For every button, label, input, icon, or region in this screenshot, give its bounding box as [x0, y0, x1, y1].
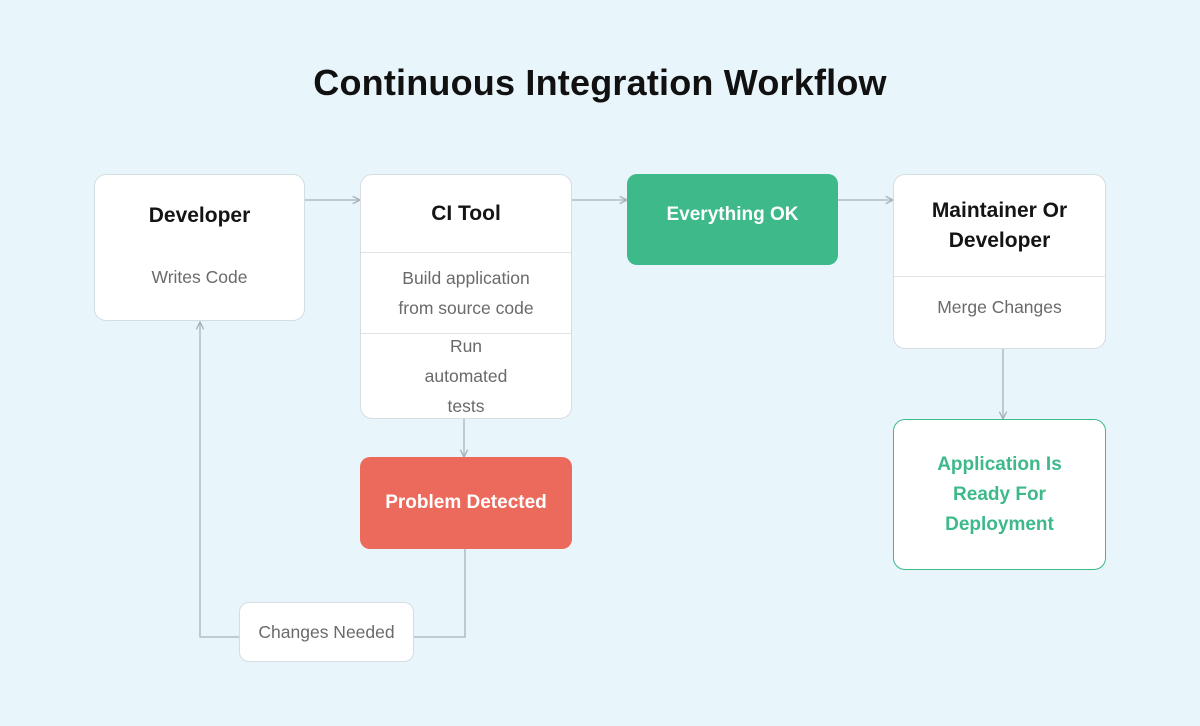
changes-needed-label: Changes Needed	[239, 602, 414, 662]
ci-tool-title: CI Tool	[431, 201, 501, 225]
maintainer-title: Maintainer Or Developer	[931, 198, 1068, 252]
maintainer-node: Maintainer Or Developer Merge Changes	[893, 174, 1106, 349]
ready-for-deployment-node: Application Is Ready For Deployment	[893, 419, 1106, 570]
arrow-changes-to-developer	[200, 322, 239, 638]
ci-tool-step-test: Run automated tests	[361, 333, 571, 417]
problem-detected-node: Problem Detected	[360, 457, 572, 549]
ci-tool-step-build: Build application from source code	[361, 252, 571, 333]
developer-title: Developer	[148, 204, 251, 227]
developer-step: Writes Code	[151, 267, 248, 287]
ci-tool-node: CI Tool Build application from source co…	[360, 174, 572, 419]
maintainer-step: Merge Changes	[894, 276, 1105, 336]
developer-node: Developer Writes Code	[94, 174, 305, 321]
diagram-title: Continuous Integration Workflow	[313, 62, 887, 103]
connector-problem-to-changes	[414, 549, 466, 638]
everything-ok-node: Everything OK	[627, 174, 838, 265]
